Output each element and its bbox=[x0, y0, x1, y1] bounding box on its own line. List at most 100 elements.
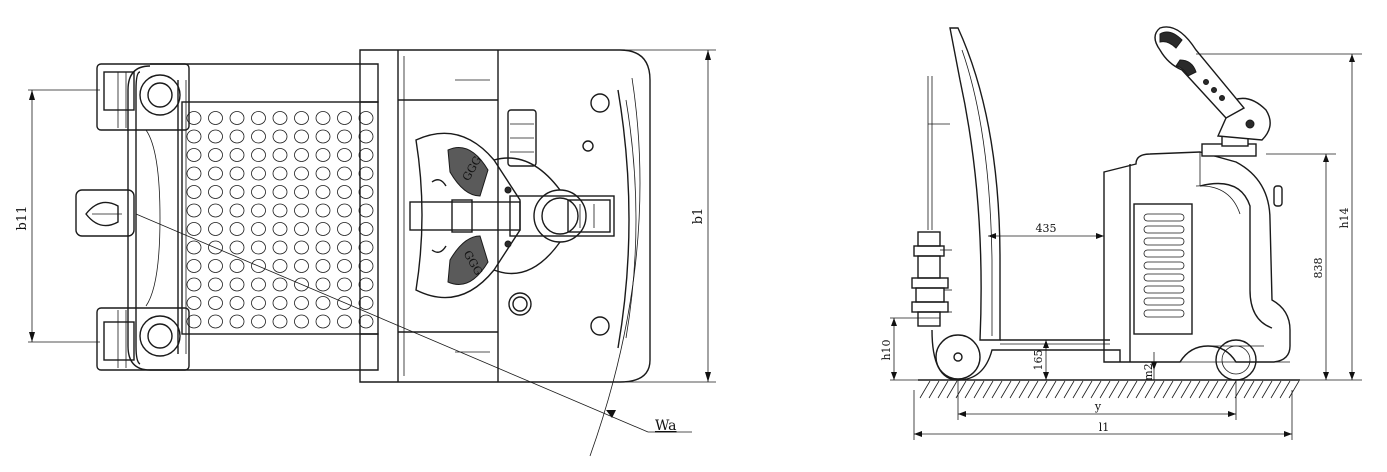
hatch-line bbox=[1288, 380, 1300, 399]
deck-hole bbox=[272, 240, 288, 255]
deck-hole bbox=[229, 185, 245, 199]
deck-hole bbox=[208, 296, 223, 310]
deck-hole bbox=[251, 314, 266, 329]
platform-deck bbox=[150, 63, 379, 371]
deck-hole bbox=[208, 277, 223, 292]
hatch-line bbox=[1153, 380, 1165, 399]
hatch-line bbox=[1225, 380, 1237, 399]
dimension-b1: b1 bbox=[620, 49, 716, 383]
deck-hole bbox=[315, 296, 331, 310]
label-y: y bbox=[1094, 400, 1102, 413]
deck-hole bbox=[337, 277, 352, 292]
deck-hole bbox=[251, 222, 266, 236]
side-caster bbox=[931, 329, 1121, 381]
hatch-line bbox=[1171, 380, 1183, 399]
dimension-b11: b11 bbox=[15, 89, 100, 343]
hatch-line bbox=[1054, 380, 1066, 399]
hatch-line bbox=[1198, 380, 1210, 399]
vent-slot bbox=[1143, 261, 1185, 270]
deck-hole bbox=[358, 111, 374, 125]
deck-hole bbox=[337, 111, 352, 125]
deck-hole bbox=[337, 259, 352, 273]
label-m2: m2 bbox=[1142, 363, 1155, 380]
deck-hole bbox=[294, 314, 309, 329]
hatch-line bbox=[928, 380, 940, 399]
deck-hole bbox=[272, 166, 288, 181]
hatch-line bbox=[1018, 380, 1030, 399]
deck-hole bbox=[251, 129, 266, 144]
deck-hole bbox=[208, 111, 223, 125]
label-b1: b1 bbox=[691, 208, 706, 225]
deck-hole bbox=[315, 111, 331, 125]
deck-hole bbox=[251, 259, 266, 273]
hatch-line bbox=[1027, 380, 1039, 399]
deck-hole bbox=[315, 222, 331, 236]
deck-hole bbox=[294, 240, 309, 255]
deck-hole bbox=[251, 166, 266, 181]
hatch-line bbox=[937, 380, 949, 399]
deck-hole bbox=[208, 185, 223, 199]
dimension-l1: l1 bbox=[913, 390, 1293, 440]
deck-hole bbox=[358, 203, 374, 218]
label-l1: l1 bbox=[1099, 421, 1110, 434]
deck-hole bbox=[272, 314, 288, 329]
deck-hole bbox=[251, 111, 266, 125]
label-h10: h10 bbox=[880, 339, 893, 360]
deck-hole bbox=[229, 203, 245, 218]
vent-slot bbox=[1143, 249, 1185, 258]
hatch-line bbox=[991, 380, 1003, 399]
tow-hitch bbox=[75, 189, 135, 237]
hatch-line bbox=[1099, 380, 1111, 399]
hatch-line bbox=[1216, 380, 1228, 399]
deck-hole bbox=[229, 277, 245, 292]
dimension-h14: h14 bbox=[1196, 53, 1362, 381]
deck-hole bbox=[315, 129, 331, 144]
deck-hole bbox=[186, 166, 202, 181]
deck-hole bbox=[358, 166, 374, 181]
deck-hole bbox=[208, 203, 223, 218]
deck-hole bbox=[315, 185, 331, 199]
deck-hole bbox=[294, 185, 309, 199]
chassis-body bbox=[359, 49, 651, 383]
deck-hole bbox=[358, 277, 374, 292]
label-b11: b11 bbox=[15, 206, 30, 231]
deck-hole bbox=[337, 185, 352, 199]
vent-slot bbox=[1143, 273, 1185, 282]
deck-hole bbox=[315, 203, 331, 218]
dimension-h10: h10 bbox=[880, 317, 940, 381]
deck-hole bbox=[272, 277, 288, 292]
side-chassis bbox=[1103, 151, 1291, 381]
deck-hole bbox=[186, 129, 202, 144]
deck-hole bbox=[251, 277, 266, 292]
vent-slot bbox=[1143, 213, 1185, 222]
deck-hole bbox=[229, 111, 245, 125]
deck-holes bbox=[186, 111, 374, 329]
hatch-line bbox=[1180, 380, 1192, 399]
vent-slot bbox=[1143, 309, 1185, 318]
deck-hole bbox=[272, 222, 288, 236]
hatch-line bbox=[1108, 380, 1120, 399]
hatch-line bbox=[946, 380, 958, 399]
deck-hole bbox=[208, 259, 223, 273]
deck-hole bbox=[294, 277, 309, 292]
deck-hole bbox=[294, 259, 309, 273]
deck-hole bbox=[315, 259, 331, 273]
hatch-line bbox=[1189, 380, 1201, 399]
ground-line bbox=[918, 379, 1300, 399]
hatch-line bbox=[1135, 380, 1147, 399]
deck-hole bbox=[186, 148, 202, 162]
deck-hole bbox=[229, 148, 245, 162]
deck-hole bbox=[358, 129, 374, 144]
deck-hole bbox=[272, 259, 288, 273]
vent-slot bbox=[1143, 285, 1185, 294]
deck-hole bbox=[186, 185, 202, 199]
hatch-line bbox=[1117, 380, 1129, 399]
label-h14: h14 bbox=[1338, 207, 1351, 228]
deck-hole bbox=[208, 222, 223, 236]
deck-hole bbox=[186, 203, 202, 218]
side-tiller bbox=[1154, 26, 1271, 157]
deck-hole bbox=[229, 259, 245, 273]
deck-hole bbox=[186, 222, 202, 236]
label-435: 435 bbox=[1036, 222, 1057, 235]
